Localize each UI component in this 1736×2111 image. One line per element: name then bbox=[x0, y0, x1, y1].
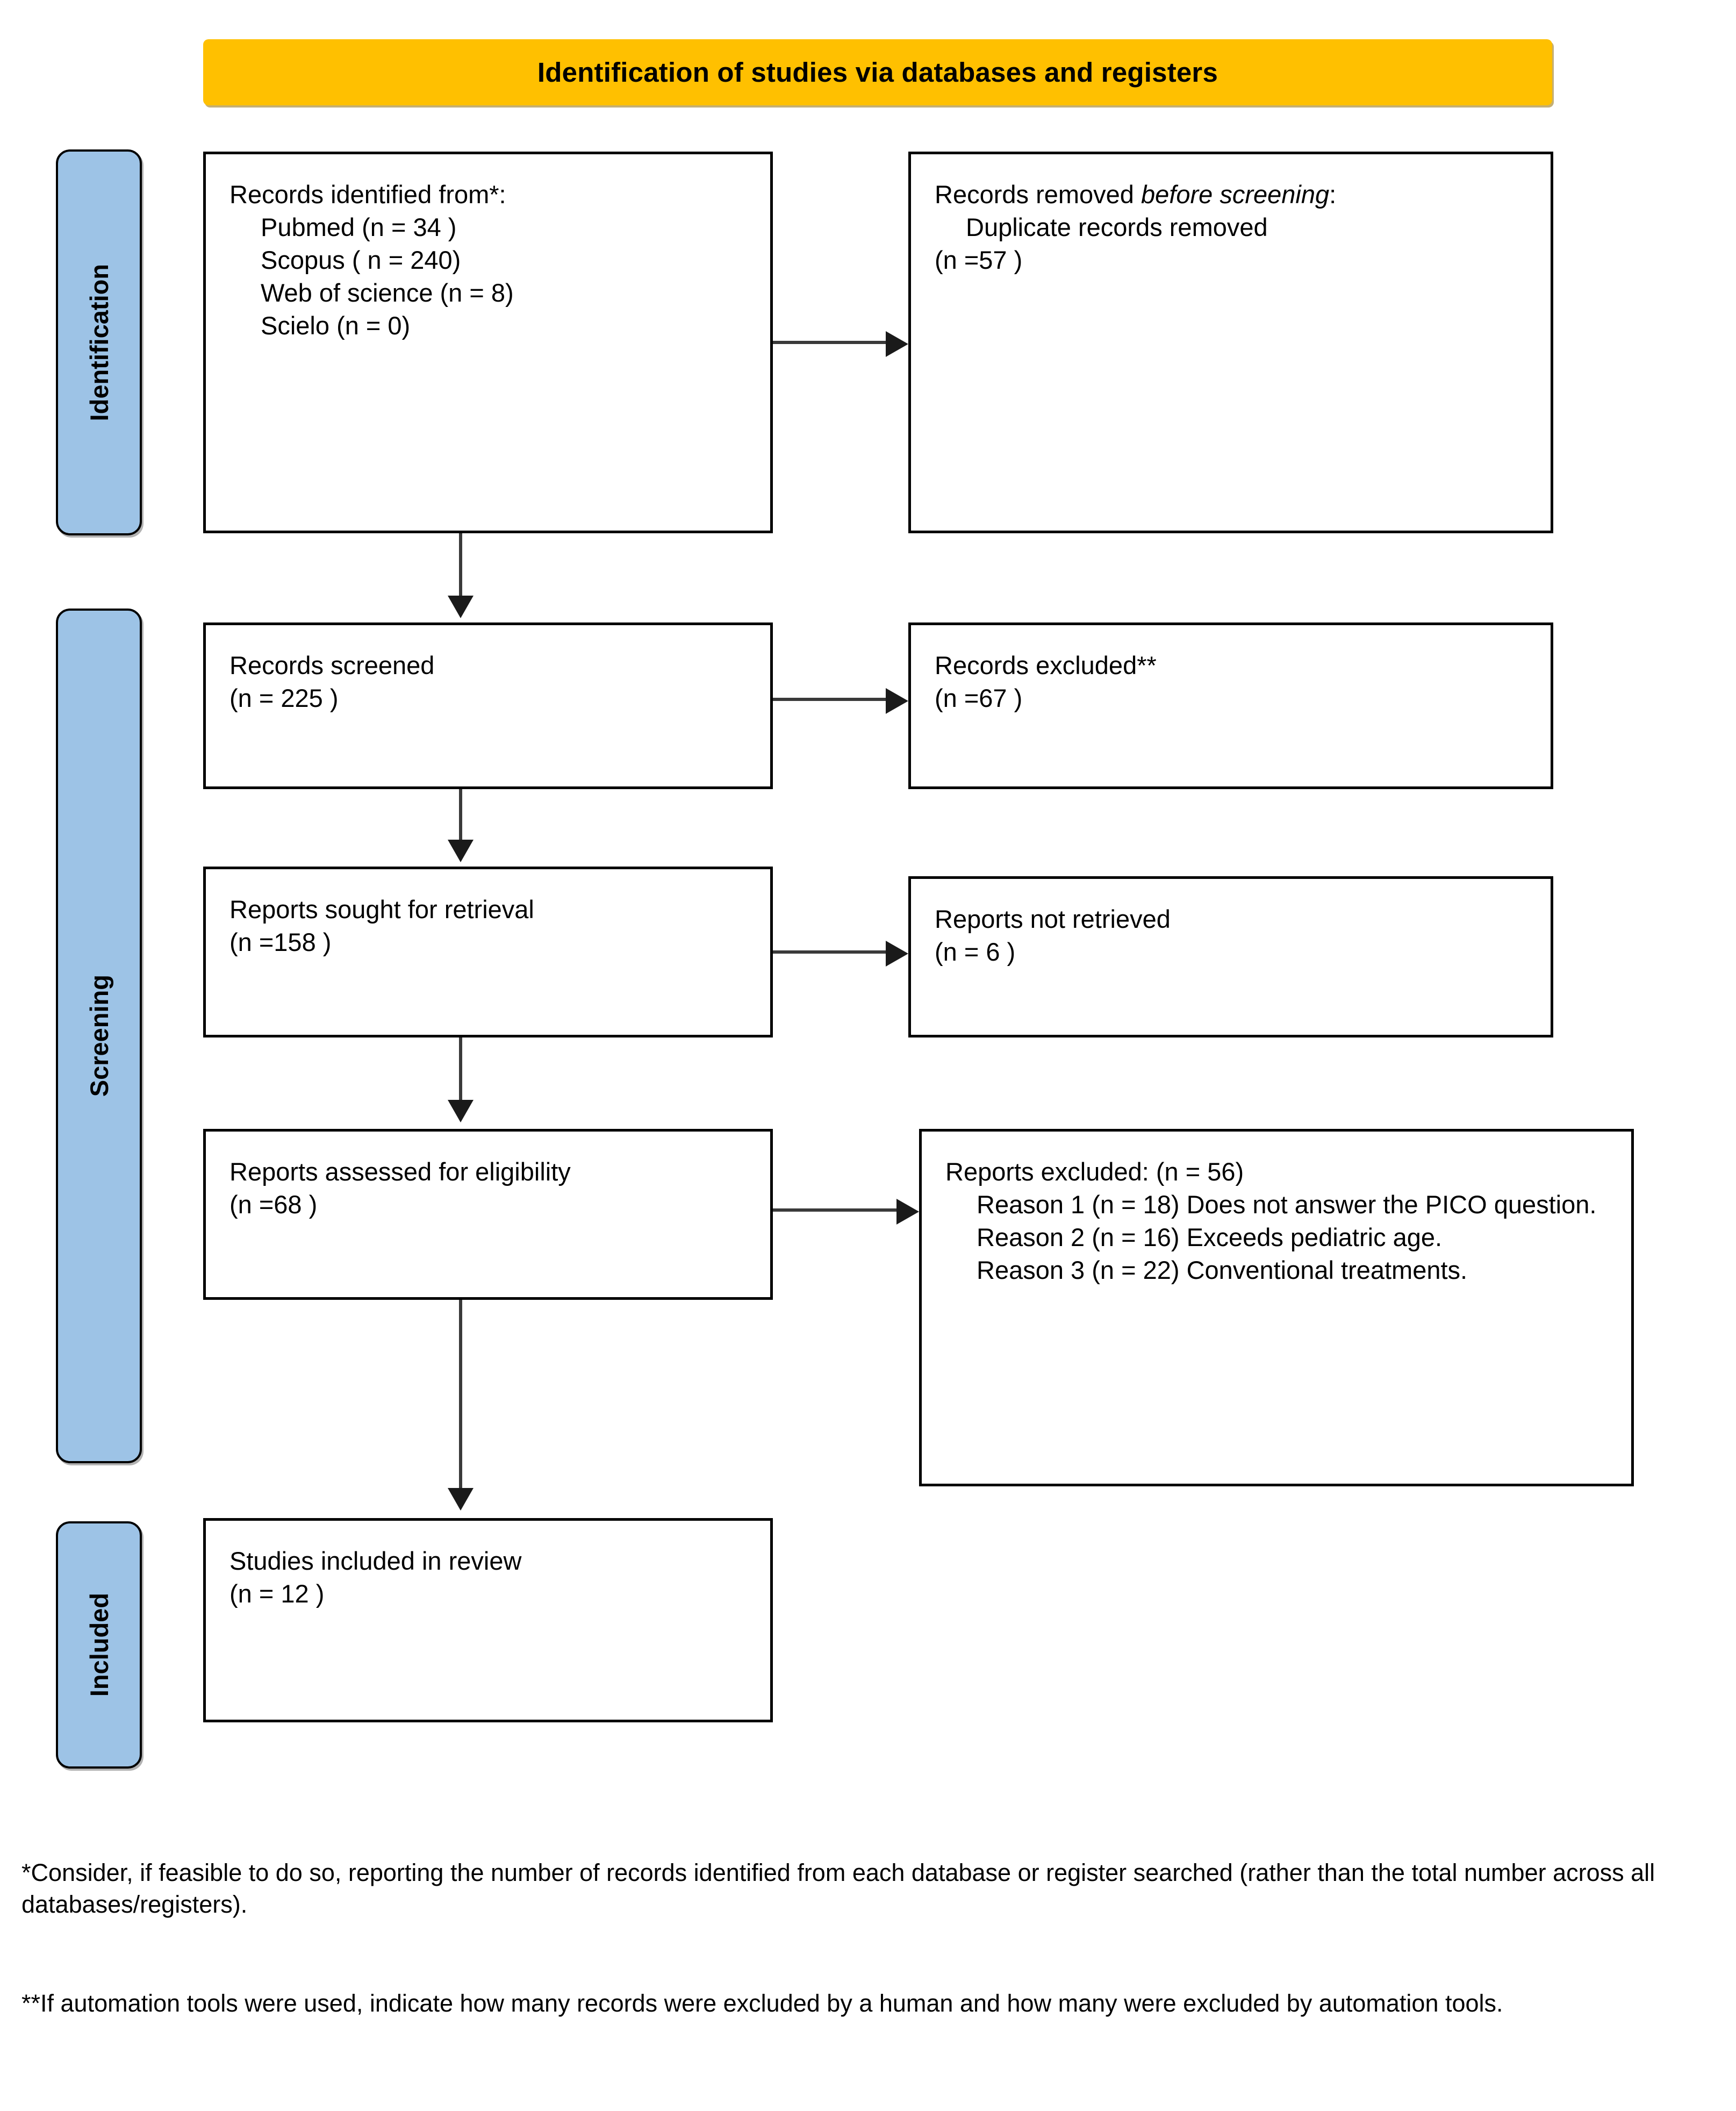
box-records-screened: Records screened (n = 225 ) bbox=[203, 622, 773, 789]
arrow-right-icon-not-retrieved bbox=[886, 941, 908, 967]
connector-assessed-to-reports-excluded bbox=[773, 1208, 896, 1212]
records-excluded-title: Records excluded** bbox=[935, 651, 1157, 679]
arrow-right-icon-excluded bbox=[886, 688, 908, 714]
records-removed-title-italic: before screening bbox=[1141, 180, 1330, 209]
stage-label-included-text: Included bbox=[84, 1593, 113, 1697]
records-removed-title-pre: Records removed bbox=[935, 180, 1141, 209]
records-identified-source-webofscience: Web of science (n = 8) bbox=[261, 278, 514, 307]
records-identified-source-scielo: Scielo (n = 0) bbox=[261, 311, 411, 340]
reports-not-retrieved-count: (n = 6 ) bbox=[935, 938, 1016, 967]
reports-excluded-title: Reports excluded: (n = 56) bbox=[945, 1157, 1244, 1186]
reports-assessed-count: (n =68 ) bbox=[229, 1190, 318, 1219]
records-removed-count: (n =57 ) bbox=[935, 246, 1023, 275]
reports-sought-count: (n =158 ) bbox=[229, 928, 332, 957]
studies-included-title: Studies included in review bbox=[229, 1547, 522, 1575]
arrow-right-icon-reports-excluded bbox=[896, 1199, 919, 1225]
arrow-right-icon-removed bbox=[886, 331, 908, 357]
connector-sought-to-not-retrieved bbox=[773, 950, 886, 954]
connector-identified-to-screened bbox=[459, 533, 462, 599]
records-excluded-count: (n =67 ) bbox=[935, 684, 1023, 713]
records-identified-source-scopus: Scopus ( n = 240) bbox=[261, 246, 461, 275]
box-reports-excluded-reasons: Reports excluded: (n = 56) Reason 1 (n =… bbox=[919, 1129, 1634, 1486]
reports-excluded-reason-2: Reason 2 (n = 16) Exceeds pediatric age. bbox=[977, 1223, 1443, 1252]
diagram-header-banner: Identification of studies via databases … bbox=[203, 39, 1552, 105]
reports-excluded-reason-3: Reason 3 (n = 22) Conventional treatment… bbox=[977, 1256, 1468, 1285]
arrow-down-icon-screened bbox=[448, 596, 474, 618]
arrow-down-icon-sought bbox=[448, 840, 474, 862]
connector-screened-to-sought bbox=[459, 789, 462, 844]
connector-screened-to-excluded bbox=[773, 698, 886, 701]
stage-label-screening-text: Screening bbox=[84, 975, 113, 1097]
reports-not-retrieved-title: Reports not retrieved bbox=[935, 905, 1171, 933]
reports-sought-title: Reports sought for retrieval bbox=[229, 895, 534, 924]
stage-label-identification: Identification bbox=[56, 149, 142, 535]
stage-label-screening: Screening bbox=[56, 609, 142, 1463]
box-reports-sought: Reports sought for retrieval (n =158 ) bbox=[203, 867, 773, 1037]
records-removed-detail: Duplicate records removed bbox=[966, 213, 1268, 242]
reports-excluded-reason-1: Reason 1 (n = 18) Does not answer the PI… bbox=[977, 1190, 1597, 1219]
box-reports-assessed: Reports assessed for eligibility (n =68 … bbox=[203, 1129, 773, 1300]
reports-assessed-title: Reports assessed for eligibility bbox=[229, 1157, 571, 1186]
footnote-double-asterisk: **If automation tools were used, indicat… bbox=[21, 1990, 1503, 2017]
box-studies-included: Studies included in review (n = 12 ) bbox=[203, 1518, 773, 1722]
stage-label-identification-text: Identification bbox=[84, 263, 113, 421]
studies-included-count: (n = 12 ) bbox=[229, 1579, 325, 1608]
connector-identified-to-removed bbox=[773, 341, 886, 344]
stage-label-included: Included bbox=[56, 1521, 142, 1769]
records-identified-source-pubmed: Pubmed (n = 34 ) bbox=[261, 213, 457, 242]
connector-assessed-to-included bbox=[459, 1300, 462, 1494]
box-records-removed: Records removed before screening: Duplic… bbox=[908, 152, 1553, 533]
box-records-excluded: Records excluded** (n =67 ) bbox=[908, 622, 1553, 789]
records-removed-title-post: : bbox=[1329, 180, 1337, 209]
records-screened-title: Records screened bbox=[229, 651, 435, 679]
records-screened-count: (n = 225 ) bbox=[229, 684, 339, 713]
arrow-down-icon-assessed bbox=[448, 1100, 474, 1122]
box-reports-not-retrieved: Reports not retrieved (n = 6 ) bbox=[908, 876, 1553, 1037]
footnote-single-asterisk: *Consider, if feasible to do so, reporti… bbox=[21, 1859, 1655, 1918]
box-records-identified: Records identified from*: Pubmed (n = 34… bbox=[203, 152, 773, 533]
header-title: Identification of studies via databases … bbox=[537, 57, 1218, 88]
arrow-down-icon-included bbox=[448, 1488, 474, 1511]
records-removed-title: Records removed before screening: bbox=[935, 178, 1532, 211]
records-identified-title: Records identified from*: bbox=[229, 180, 506, 209]
connector-sought-to-assessed bbox=[459, 1037, 462, 1106]
